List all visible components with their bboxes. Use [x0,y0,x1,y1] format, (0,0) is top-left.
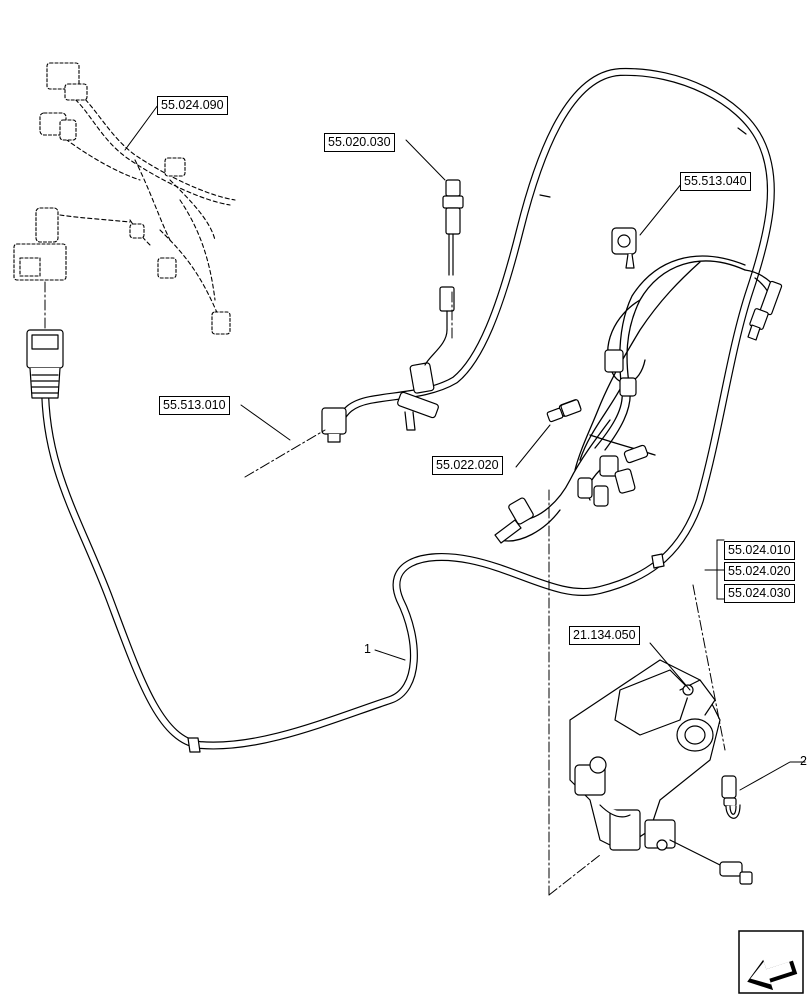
sub-harness-55-024-090 [59,89,236,321]
jumper-item-2 [721,775,741,819]
main-harness-cable [41,67,775,753]
mid-connectors [321,286,455,443]
ref-label-55-024-020[interactable]: 55.024.020 [724,562,795,581]
ref-label-21-134-050[interactable]: 21.134.050 [569,626,640,645]
branch-connectors [494,227,783,544]
hydraulic-unit-21-134-050 [569,659,753,885]
ref-label-55-024-090[interactable]: 55.024.090 [157,96,228,115]
ref-label-55-513-010[interactable]: 55.513.010 [159,396,230,415]
harness-branches [499,255,779,542]
ref-label-55-024-010[interactable]: 55.024.010 [724,541,795,560]
leader-lines [124,104,806,791]
main-connector [26,329,64,399]
item-number-2: 2 [800,754,807,768]
sub-harness-connectors [13,62,231,335]
ref-label-55-024-030[interactable]: 55.024.030 [724,584,795,603]
ref-label-55-022-020[interactable]: 55.022.020 [432,456,503,475]
back-arrow-icon[interactable] [738,930,804,994]
sensor-55-022-020 [546,399,582,423]
item-number-1: 1 [364,642,371,656]
ref-label-55-020-030[interactable]: 55.020.030 [324,133,395,152]
ref-label-55-513-040[interactable]: 55.513.040 [680,172,751,191]
reference-lines [44,281,726,896]
sensor-55-020-030 [442,179,464,276]
